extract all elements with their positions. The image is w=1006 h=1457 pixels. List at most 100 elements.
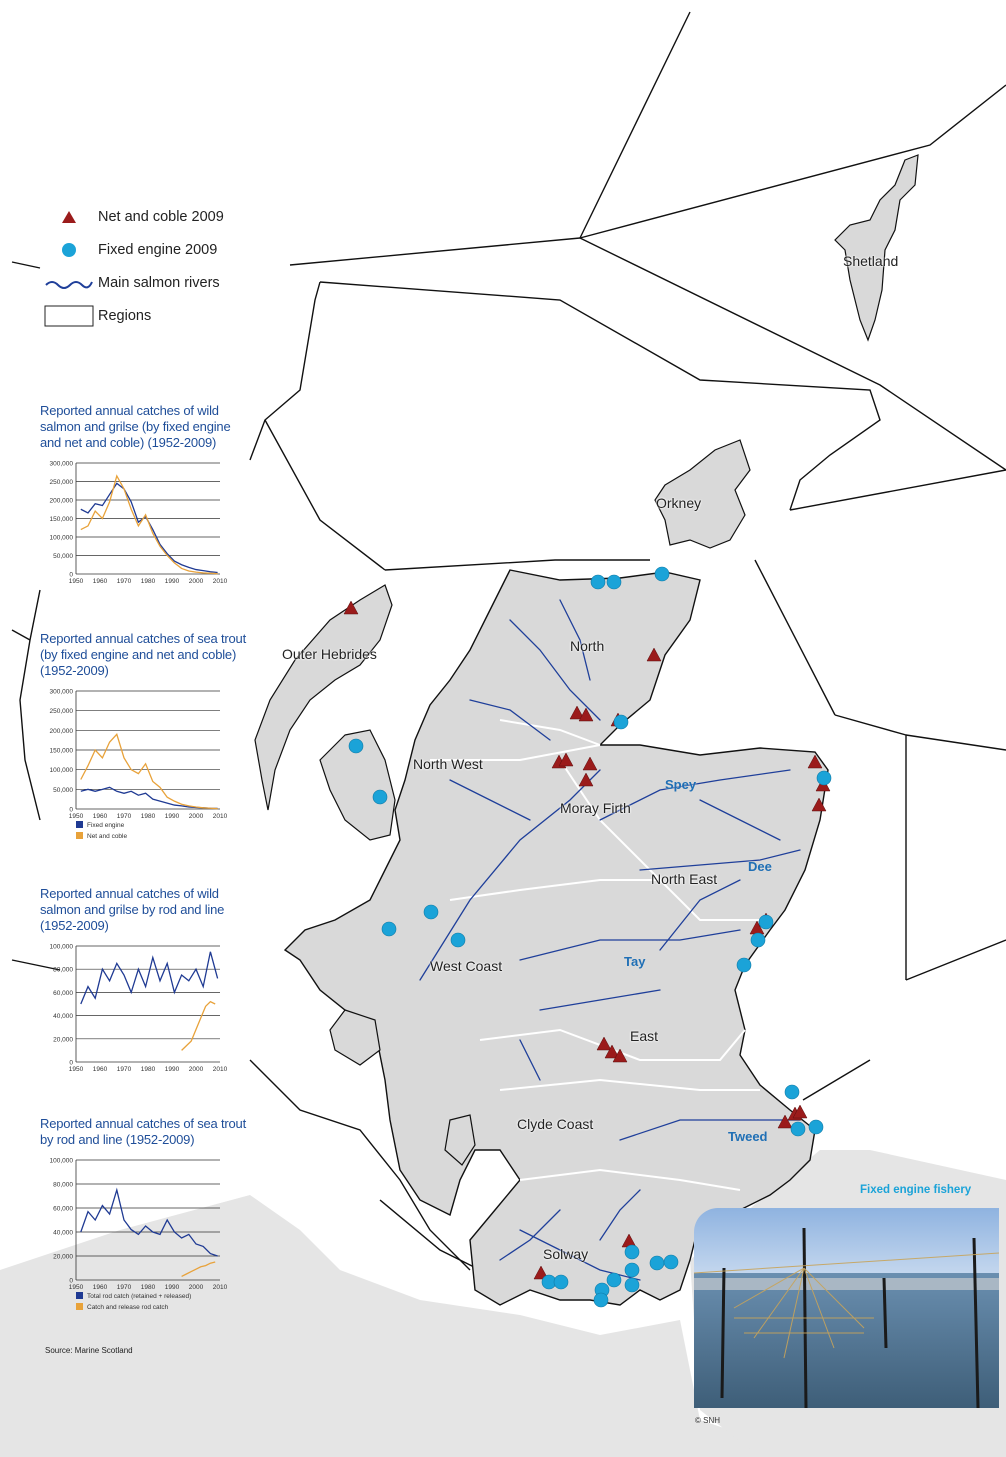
- legend-rivers-label: Main salmon rivers: [98, 274, 220, 291]
- chart-wild-salmon-nets: 050,000100,000150,000200,000250,000300,0…: [50, 461, 228, 586]
- x-tick-label: 1960: [93, 578, 108, 585]
- x-tick-label: 1970: [117, 578, 132, 585]
- net-and-coble-marker: [596, 1036, 612, 1051]
- legend-swatch: [76, 832, 83, 839]
- y-tick-label: 0: [69, 572, 73, 579]
- fixed-engine-marker: [450, 932, 466, 948]
- y-tick-label: 150,000: [50, 748, 74, 755]
- map-legend: Net and coble 2009 Fixed engine 2009 Mai…: [40, 200, 280, 332]
- region-label: West Coast: [430, 958, 503, 974]
- fixed-engine-marker: [736, 957, 752, 973]
- chart-title: Reported annual catches of sea trout by …: [40, 1116, 246, 1147]
- x-tick-label: 2010: [213, 1284, 228, 1291]
- series-line: [181, 1000, 216, 1051]
- legend-regions-label: Regions: [98, 307, 152, 324]
- fixed-engine-marker: [624, 1277, 640, 1293]
- y-tick-label: 40,000: [53, 1013, 73, 1020]
- y-tick-label: 100,000: [50, 535, 74, 542]
- x-tick-label: 2010: [213, 578, 228, 585]
- fixed-engine-marker: [553, 1274, 569, 1290]
- outer-hebrides: [254, 584, 393, 811]
- x-tick-label: 1980: [141, 1066, 156, 1073]
- fixed-engine-sites: [348, 566, 832, 1308]
- fixed-engine-marker: [606, 574, 622, 590]
- chart-title: Reported annual catches of wild salmon a…: [40, 403, 231, 450]
- y-tick-label: 60,000: [53, 1206, 73, 1213]
- fixed-engine-marker: [613, 714, 629, 730]
- x-tick-label: 1980: [141, 813, 156, 820]
- y-tick-label: 300,000: [50, 689, 74, 696]
- fixed-engine-marker: [750, 932, 766, 948]
- y-tick-label: 200,000: [50, 728, 74, 735]
- net-and-coble-marker: [612, 1048, 628, 1063]
- skye-island: [319, 729, 396, 841]
- legend-label: Net and coble: [87, 833, 127, 840]
- y-tick-label: 250,000: [50, 708, 74, 715]
- x-tick-label: 1970: [117, 813, 132, 820]
- fixed-engine-marker: [784, 1084, 800, 1100]
- fixed-engine-marker: [808, 1119, 824, 1135]
- legend-net-and-coble: Net and coble 2009: [40, 200, 280, 233]
- fixed-engine-marker: [606, 1272, 622, 1288]
- y-tick-label: 100,000: [50, 1158, 74, 1165]
- photo-credit: © SNH: [695, 1416, 721, 1425]
- x-tick-label: 1990: [165, 813, 180, 820]
- net-and-coble-marker: [646, 647, 662, 662]
- net-and-coble-marker: [807, 754, 823, 769]
- legend-fixed-engine-label: Fixed engine 2009: [98, 241, 218, 258]
- river-label: Dee: [748, 859, 772, 874]
- fixed-engine-marker: [381, 921, 397, 937]
- x-tick-label: 2010: [213, 1066, 228, 1073]
- chart-title: Reported annual catches of wild salmon a…: [40, 886, 225, 933]
- y-tick-label: 20,000: [53, 1036, 73, 1043]
- net-and-coble-marker: [792, 1104, 808, 1119]
- chart-panel-1: Reported annual catches of wild salmon a…: [40, 403, 254, 592]
- y-tick-label: 50,000: [53, 787, 73, 794]
- y-tick-label: 250,000: [50, 479, 74, 486]
- legend-label: Fixed engine: [87, 822, 125, 829]
- y-tick-label: 0: [69, 1278, 73, 1285]
- net-and-coble-marker: [569, 705, 585, 720]
- fixed-engine-marker: [423, 904, 439, 920]
- scotland-mainland: [283, 569, 829, 1306]
- x-tick-label: 1970: [117, 1284, 132, 1291]
- series-line: [80, 482, 218, 574]
- source-note: Source: Marine Scotland: [45, 1346, 133, 1355]
- region-boundaries: [11, 11, 1006, 1271]
- x-tick-label: 1950: [69, 578, 84, 585]
- x-tick-label: 2000: [189, 813, 204, 820]
- fixed-engine-marker: [663, 1254, 679, 1270]
- fixed-engine-marker: [372, 789, 388, 805]
- y-tick-label: 80,000: [53, 967, 73, 974]
- arran-island: [444, 1114, 476, 1166]
- salmon-rivers: [419, 599, 801, 1281]
- y-tick-label: 0: [69, 1060, 73, 1067]
- mainland-region-lines: [430, 719, 760, 1191]
- orkney-islands: [654, 439, 751, 549]
- y-tick-label: 40,000: [53, 1230, 73, 1237]
- river-label: Tweed: [728, 1129, 768, 1144]
- region-label: Solway: [543, 1246, 589, 1262]
- x-tick-label: 1980: [141, 578, 156, 585]
- x-tick-label: 1950: [69, 1284, 84, 1291]
- background-land: [0, 1195, 800, 1457]
- photo-title: Fixed engine fishery: [860, 1184, 972, 1196]
- fixed-engine-marker: [624, 1262, 640, 1278]
- region-label: North: [570, 638, 605, 654]
- net-and-coble-marker: [533, 1265, 549, 1280]
- net-and-coble-marker: [578, 707, 594, 722]
- x-tick-label: 2000: [189, 1284, 204, 1291]
- fixed-engine-marker: [649, 1255, 665, 1271]
- fixed-engine-photo: [694, 1208, 999, 1408]
- circle-icon: [40, 242, 98, 258]
- net-and-coble-marker: [558, 752, 574, 767]
- y-tick-label: 60,000: [53, 990, 73, 997]
- legend-fixed-engine: Fixed engine 2009: [40, 233, 280, 266]
- fixed-engine-marker: [654, 566, 670, 582]
- fixed-engine-marker: [593, 1292, 609, 1308]
- legend-swatch: [76, 821, 83, 828]
- x-tick-label: 2010: [213, 813, 228, 820]
- x-tick-label: 1960: [93, 1284, 108, 1291]
